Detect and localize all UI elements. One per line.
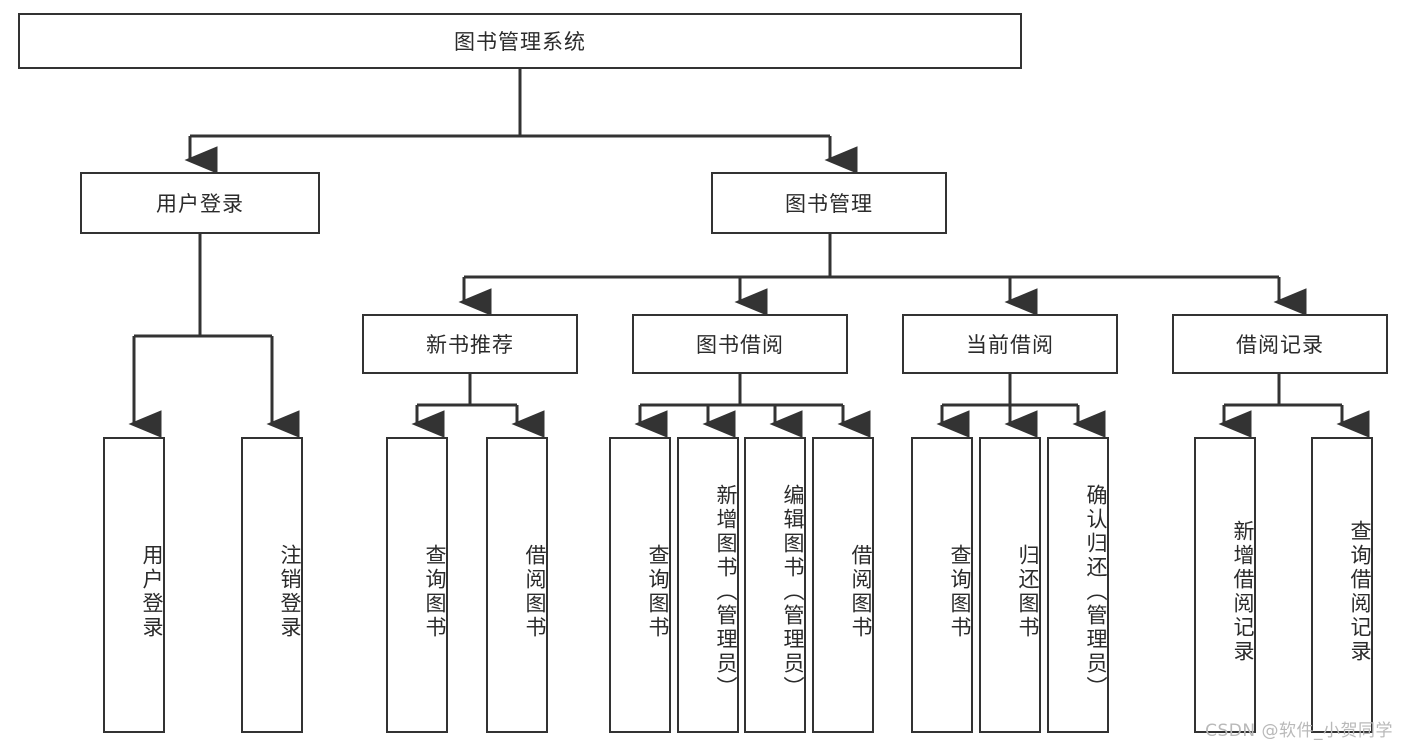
node-leaf-borrow-book-1[interactable]: 借阅图书	[486, 437, 548, 733]
node-leaf-borrow-book-2-label: 借阅图书	[849, 544, 873, 640]
node-leaf-query-book-2[interactable]: 查询图书	[609, 437, 671, 733]
node-book-borrow-label: 图书借阅	[696, 333, 784, 357]
node-leaf-add-book-label: 新增图书（管理员）	[714, 484, 738, 700]
node-leaf-query-book-3[interactable]: 查询图书	[911, 437, 973, 733]
node-borrow-record[interactable]: 借阅记录	[1172, 314, 1388, 374]
node-current-borrow-label: 当前借阅	[966, 333, 1054, 357]
node-root[interactable]: 图书管理系统	[18, 13, 1022, 69]
node-current-borrow[interactable]: 当前借阅	[902, 314, 1118, 374]
node-leaf-confirm-return[interactable]: 确认归还（管理员）	[1047, 437, 1109, 733]
node-leaf-query-book-1[interactable]: 查询图书	[386, 437, 448, 733]
node-leaf-user-login[interactable]: 用户登录	[103, 437, 165, 733]
node-leaf-add-record[interactable]: 新增借阅记录	[1194, 437, 1256, 733]
node-leaf-borrow-book-2[interactable]: 借阅图书	[812, 437, 874, 733]
node-book-manage-label: 图书管理	[785, 192, 873, 216]
node-leaf-query-book-1-label: 查询图书	[423, 544, 447, 640]
node-leaf-user-login-label: 用户登录	[140, 544, 164, 640]
node-leaf-return-book[interactable]: 归还图书	[979, 437, 1041, 733]
node-new-book-recommend-label: 新书推荐	[426, 333, 514, 357]
node-leaf-borrow-book-1-label: 借阅图书	[523, 544, 547, 640]
node-leaf-query-book-2-label: 查询图书	[646, 544, 670, 640]
node-leaf-edit-book[interactable]: 编辑图书（管理员）	[744, 437, 806, 733]
node-leaf-user-logout-label: 注销登录	[278, 544, 302, 640]
watermark: CSDN @软件_小贺同学	[1205, 721, 1393, 741]
node-book-manage[interactable]: 图书管理	[711, 172, 947, 234]
node-leaf-add-record-label: 新增借阅记录	[1231, 520, 1255, 664]
node-borrow-record-label: 借阅记录	[1236, 333, 1324, 357]
node-book-borrow[interactable]: 图书借阅	[632, 314, 848, 374]
node-leaf-confirm-return-label: 确认归还（管理员）	[1084, 484, 1108, 700]
node-leaf-edit-book-label: 编辑图书（管理员）	[781, 484, 805, 700]
node-root-label: 图书管理系统	[454, 30, 586, 54]
node-leaf-user-logout[interactable]: 注销登录	[241, 437, 303, 733]
node-leaf-return-book-label: 归还图书	[1016, 544, 1040, 640]
node-leaf-query-record[interactable]: 查询借阅记录	[1311, 437, 1373, 733]
node-leaf-query-book-3-label: 查询图书	[948, 544, 972, 640]
node-leaf-add-book[interactable]: 新增图书（管理员）	[677, 437, 739, 733]
node-new-book-recommend[interactable]: 新书推荐	[362, 314, 578, 374]
node-leaf-query-record-label: 查询借阅记录	[1348, 520, 1372, 664]
node-user-login-label: 用户登录	[156, 192, 244, 216]
node-user-login[interactable]: 用户登录	[80, 172, 320, 234]
